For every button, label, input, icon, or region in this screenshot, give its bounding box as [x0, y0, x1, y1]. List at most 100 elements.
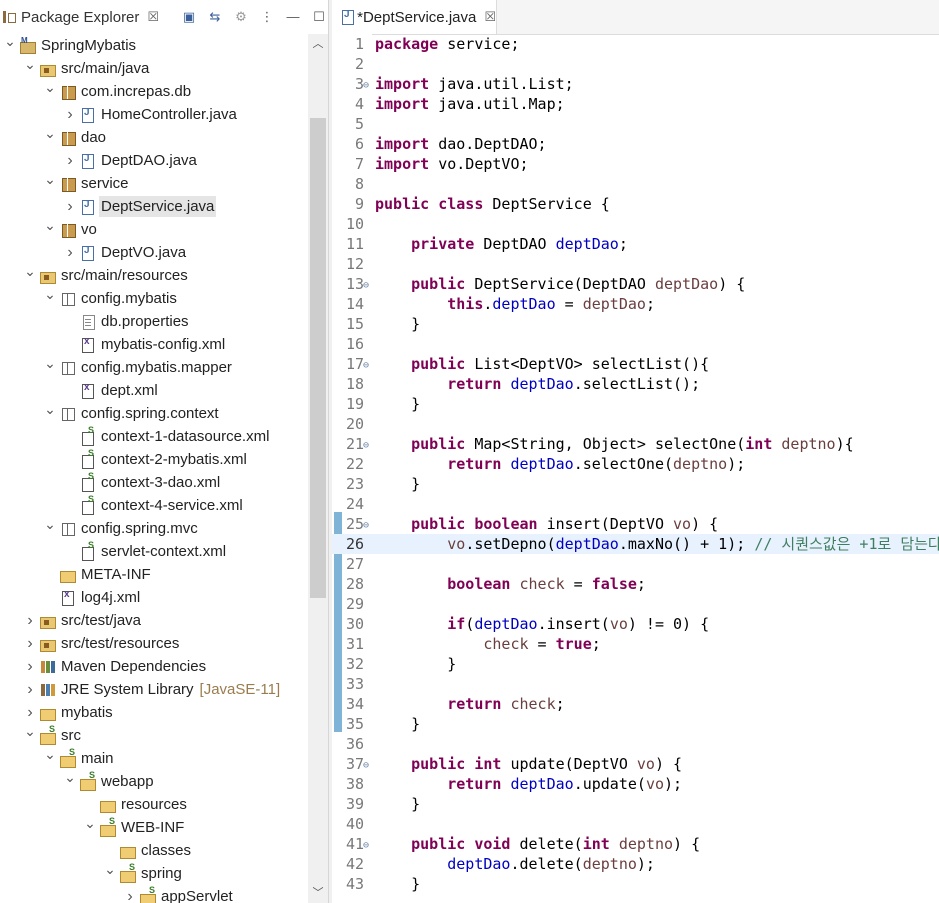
code-line[interactable]: 14 this.deptDao = deptDao; [332, 294, 939, 314]
collapsed-chevron-icon[interactable]: › [67, 105, 73, 123]
code-line[interactable]: 27 [332, 554, 939, 574]
tree-item[interactable]: ›JRE System Library[JavaSE-11] [0, 678, 308, 701]
code-line[interactable]: 34 return check; [332, 694, 939, 714]
tree-item[interactable]: ›Maven Dependencies [0, 655, 308, 678]
tree-item[interactable]: ⌄dao [0, 125, 308, 149]
expanded-chevron-icon[interactable]: ⌄ [44, 401, 56, 417]
tree-item[interactable]: ⌄config.mybatis [0, 286, 308, 310]
close-icon[interactable]: ☒ [484, 9, 496, 24]
expanded-chevron-icon[interactable]: ⌄ [44, 516, 56, 532]
scroll-up-icon[interactable]: ︿ [312, 38, 324, 50]
collapsed-chevron-icon[interactable]: › [67, 243, 73, 261]
package-explorer-tab[interactable]: Package Explorer ☒ [0, 0, 168, 34]
tree-item[interactable]: ›mybatis [0, 701, 308, 724]
maximize-icon[interactable]: ☐ [313, 9, 325, 24]
code-line[interactable]: 21⊖ public Map<String, Object> selectOne… [332, 434, 939, 454]
code-line[interactable]: 42 deptDao.delete(deptno); [332, 854, 939, 874]
tree-item[interactable]: META-INF [0, 563, 308, 586]
code-line[interactable]: 39 } [332, 794, 939, 814]
code-line[interactable]: 32 } [332, 654, 939, 674]
expanded-chevron-icon[interactable]: ⌄ [44, 355, 56, 371]
tree-item[interactable]: ⌄main [0, 746, 308, 770]
code-line[interactable]: 17⊖ public List<DeptVO> selectList(){ [332, 354, 939, 374]
code-line[interactable]: 37⊖ public int update(DeptVO vo) { [332, 754, 939, 774]
code-line[interactable]: 28 boolean check = false; [332, 574, 939, 594]
expanded-chevron-icon[interactable]: ⌄ [84, 815, 96, 831]
tree-item[interactable]: context-3-dao.xml [0, 471, 308, 494]
code-line[interactable]: 40 [332, 814, 939, 834]
code-line[interactable]: 13⊖ public DeptService(DeptDAO deptDao) … [332, 274, 939, 294]
expanded-chevron-icon[interactable]: ⌄ [4, 34, 16, 49]
tree-item[interactable]: ⌄SpringMybatis [0, 34, 308, 57]
collapsed-chevron-icon[interactable]: › [127, 887, 133, 903]
collapsed-chevron-icon[interactable]: › [27, 703, 33, 721]
code-line[interactable]: 41⊖ public void delete(int deptno) { [332, 834, 939, 854]
collapse-all-icon[interactable]: ▣ [182, 9, 196, 24]
code-line[interactable]: 29 [332, 594, 939, 614]
code-line[interactable]: 5 [332, 114, 939, 134]
fold-toggle-icon[interactable]: ⊖ [363, 280, 370, 291]
tree-item[interactable]: mybatis-config.xml [0, 333, 308, 356]
code-line[interactable]: 36 [332, 734, 939, 754]
code-line[interactable]: 35 } [332, 714, 939, 734]
tree-item[interactable]: ⌄config.spring.mvc [0, 516, 308, 540]
code-line[interactable]: 24 [332, 494, 939, 514]
tree-item[interactable]: context-4-service.xml [0, 494, 308, 517]
tree-item[interactable]: ›HomeController.java [0, 103, 308, 126]
tree-item[interactable]: ›src/test/resources [0, 632, 308, 655]
code-line[interactable]: 23 } [332, 474, 939, 494]
expanded-chevron-icon[interactable]: ⌄ [104, 861, 116, 877]
collapsed-chevron-icon[interactable]: › [27, 680, 33, 698]
scrollbar-thumb[interactable] [310, 118, 326, 598]
explorer-scrollbar[interactable]: ︿ ﹀ [308, 34, 328, 903]
tree-item[interactable]: servlet-context.xml [0, 540, 308, 563]
code-line[interactable]: 20 [332, 414, 939, 434]
code-line[interactable]: 22 return deptDao.selectOne(deptno); [332, 454, 939, 474]
code-line[interactable]: 38 return deptDao.update(vo); [332, 774, 939, 794]
minimize-icon[interactable]: — [286, 9, 300, 24]
code-line[interactable]: 8 [332, 174, 939, 194]
collapsed-chevron-icon[interactable]: › [27, 657, 33, 675]
tree-item[interactable]: ⌄src [0, 723, 308, 747]
code-line[interactable]: 10 [332, 214, 939, 234]
tree-item[interactable]: ⌄webapp [0, 769, 308, 793]
fold-toggle-icon[interactable]: ⊖ [363, 360, 370, 371]
tree-item[interactable]: ⌄com.increpas.db [0, 79, 308, 103]
expanded-chevron-icon[interactable]: ⌄ [44, 125, 56, 141]
code-line[interactable]: 3⊖import java.util.List; [332, 74, 939, 94]
tree-item[interactable]: ⌄src/main/java [0, 56, 308, 80]
tree-item[interactable]: db.properties [0, 310, 308, 333]
expanded-chevron-icon[interactable]: ⌄ [24, 56, 36, 72]
collapsed-chevron-icon[interactable]: › [27, 611, 33, 629]
tree-item[interactable]: ⌄config.spring.context [0, 401, 308, 425]
expanded-chevron-icon[interactable]: ⌄ [64, 769, 76, 785]
code-line[interactable]: 30 if(deptDao.insert(vo) != 0) { [332, 614, 939, 634]
code-line[interactable]: 33 [332, 674, 939, 694]
fold-toggle-icon[interactable]: ⊖ [363, 440, 370, 451]
tree-item[interactable]: resources [0, 793, 308, 816]
editor-tab-deptservice[interactable]: *DeptService.java ☒ [332, 0, 497, 34]
code-line[interactable]: 19 } [332, 394, 939, 414]
link-with-editor-icon[interactable]: ⇆ [209, 9, 221, 24]
tree-item[interactable]: ⌄WEB-INF [0, 815, 308, 839]
tree-item[interactable]: context-1-datasource.xml [0, 425, 308, 448]
view-divider[interactable] [328, 0, 333, 903]
expanded-chevron-icon[interactable]: ⌄ [44, 171, 56, 187]
code-line[interactable]: 12 [332, 254, 939, 274]
fold-toggle-icon[interactable]: ⊖ [363, 520, 370, 531]
expanded-chevron-icon[interactable]: ⌄ [44, 217, 56, 233]
expanded-chevron-icon[interactable]: ⌄ [44, 286, 56, 302]
tree-item[interactable]: dept.xml [0, 379, 308, 402]
tree-item[interactable]: ⌄config.mybatis.mapper [0, 355, 308, 379]
code-line[interactable]: 31 check = true; [332, 634, 939, 654]
tree-item[interactable]: ⌄spring [0, 861, 308, 885]
tree-item[interactable]: ›DeptService.java [0, 195, 308, 218]
collapsed-chevron-icon[interactable]: › [67, 197, 73, 215]
tree-item[interactable]: classes [0, 839, 308, 862]
tree-item[interactable]: ⌄src/main/resources [0, 263, 308, 287]
fold-toggle-icon[interactable]: ⊖ [363, 80, 370, 91]
